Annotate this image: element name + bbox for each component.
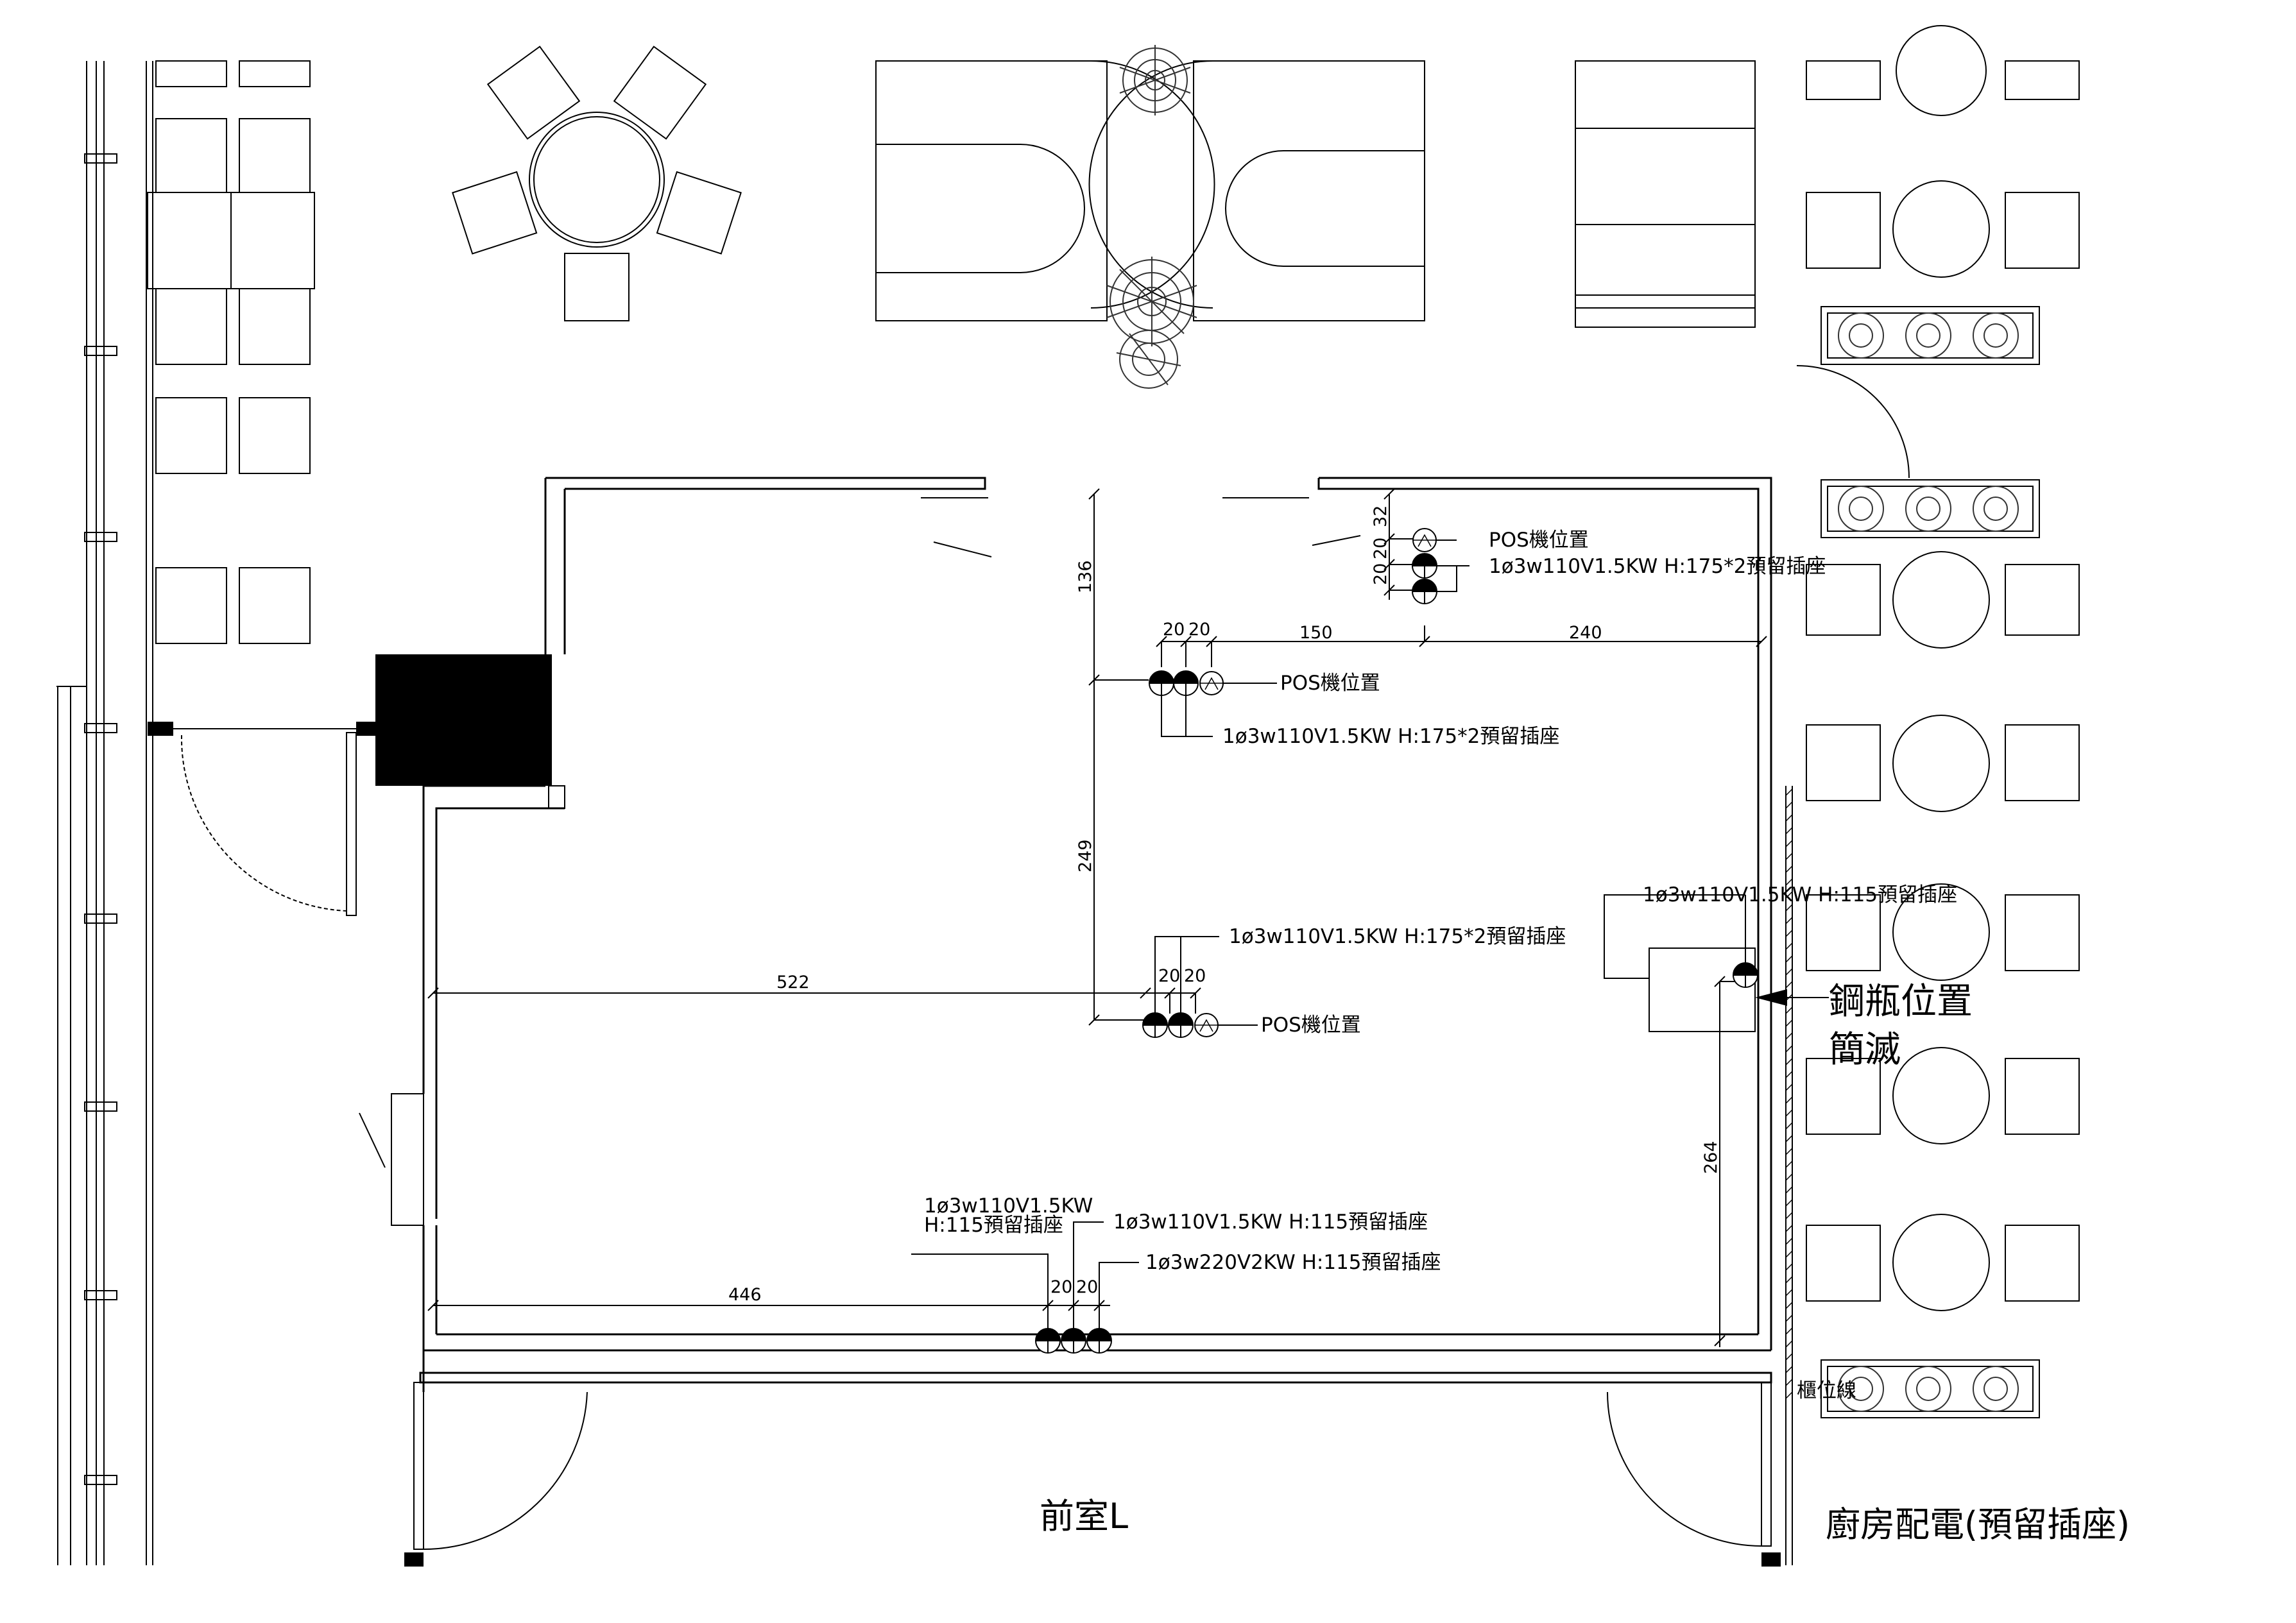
dim-150: 150 <box>1299 623 1333 643</box>
dim-20: 20 <box>1184 966 1206 986</box>
counter-line <box>1785 786 1793 1565</box>
planter-box <box>1821 306 2040 1418</box>
label-extinguisher: 簡滅 <box>1829 1029 1901 1071</box>
outlet-icon <box>1168 1012 1194 1038</box>
outlet-cluster-bottom: 1ø3w110V1.5KW H:115預留插座 1ø3w110V1.5KW H:… <box>911 1194 1441 1354</box>
outlet-icon <box>1733 962 1758 988</box>
dim-20: 20 <box>1076 1277 1098 1297</box>
label-pos: POS機位置 <box>1261 1014 1361 1037</box>
dim-249: 249 <box>1075 839 1095 872</box>
label-outlet-175: 1ø3w110V1.5KW H:175*2預留插座 <box>1489 555 1826 578</box>
dimension-labels: 136 249 32 20 20 20 20 150 240 522 20 20… <box>728 506 1721 1305</box>
outlet-cluster-top: POS機位置 1ø3w110V1.5KW H:175*2預留插座 <box>1412 528 1826 604</box>
outlet-icon <box>1412 579 1437 604</box>
outlet-cluster-mid: POS機位置 1ø3w110V1.5KW H:175*2預留插座 <box>1149 670 1559 748</box>
dim-20: 20 <box>1163 620 1185 640</box>
outlet-icon <box>1173 670 1199 696</box>
dining-set-left-column <box>147 60 315 644</box>
door-swing-top-right <box>1796 365 1910 479</box>
title-front-room: 前室L <box>1040 1496 1128 1536</box>
label-outlet-175: 1ø3w110V1.5KW H:175*2預留插座 <box>1222 725 1559 748</box>
label-pos: POS機位置 <box>1489 529 1589 552</box>
dim-264: 264 <box>1701 1141 1721 1174</box>
outlet-cluster-lower: POS機位置 1ø3w110V1.5KW H:175*2預留插座 <box>1142 925 1566 1038</box>
plant-decor-top <box>1106 45 1197 389</box>
bench-seat <box>1575 60 1756 328</box>
label-outlet-115-line2: H:115預留插座 <box>924 1214 1063 1237</box>
outlet-icon <box>1061 1328 1086 1354</box>
label-outlet-115-line1: 1ø3w110V1.5KW <box>924 1194 1093 1218</box>
label-gas-bottle: 鋼瓶位置 <box>1829 981 1973 1023</box>
booth-seating <box>875 60 1425 321</box>
dim-240: 240 <box>1569 623 1602 643</box>
label-outlet-115: 1ø3w110V1.5KW H:115預留插座 <box>1643 883 1957 906</box>
bottom-doors <box>404 1382 1781 1567</box>
gas-bottle-area: 1ø3w110V1.5KW H:115預留插座 鋼瓶位置 簡滅 <box>1604 883 1973 1071</box>
outlet-icon <box>1086 1328 1112 1354</box>
label-outlet-175: 1ø3w110V1.5KW H:175*2預留插座 <box>1229 925 1566 948</box>
dim-522: 522 <box>776 973 810 992</box>
dim-20: 20 <box>1371 538 1391 559</box>
dim-20: 20 <box>1050 1277 1072 1297</box>
left-exterior-wall <box>56 61 153 1565</box>
pos-outlet-icon <box>1199 671 1224 695</box>
label-pos: POS機位置 <box>1280 672 1380 695</box>
label-outlet-115: 1ø3w110V1.5KW H:115預留插座 <box>1113 1211 1428 1234</box>
round-dining-table <box>452 46 742 321</box>
outlet-icon <box>1412 553 1437 579</box>
structural-column <box>375 654 552 786</box>
label-outlet-220: 1ø3w220V2KW H:115預留插座 <box>1145 1251 1441 1274</box>
dim-32: 32 <box>1371 506 1391 527</box>
side-door <box>148 722 375 916</box>
dim-20: 20 <box>1371 563 1391 585</box>
outlet-icon <box>1142 1012 1168 1038</box>
outlet-icon <box>1149 670 1174 696</box>
dim-20: 20 <box>1188 620 1210 640</box>
pos-outlet-icon <box>1412 528 1437 552</box>
pos-outlet-icon <box>1194 1013 1219 1037</box>
title-kitchen-power: 廚房配電(預留插座) <box>1826 1504 2130 1545</box>
outlet-icon <box>1035 1328 1061 1354</box>
dim-136: 136 <box>1075 560 1095 593</box>
dim-446: 446 <box>728 1285 762 1305</box>
dimension-lines <box>427 488 1767 1347</box>
label-counter-line: 櫃位線 <box>1797 1379 1856 1402</box>
dim-20: 20 <box>1158 966 1180 986</box>
dining-set-right-column <box>1806 25 2080 1311</box>
arrow-icon <box>1755 989 1787 1006</box>
